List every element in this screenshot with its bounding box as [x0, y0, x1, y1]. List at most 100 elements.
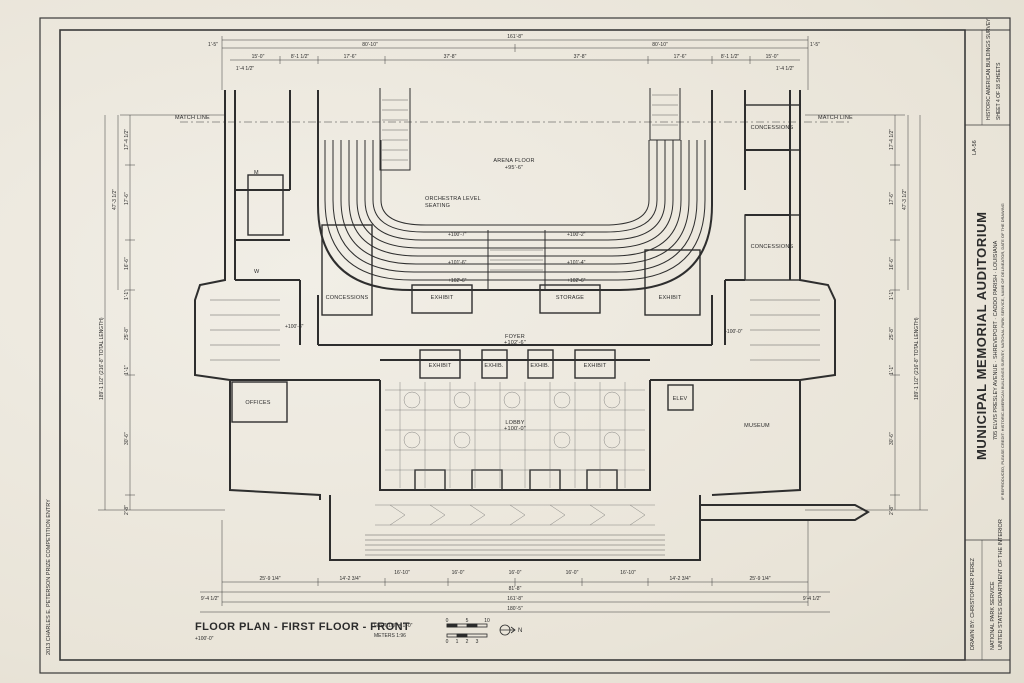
dim-top-seg-7: 8'-1 1/2" [721, 54, 740, 60]
scale-bar [446, 623, 488, 638]
arena-seating [317, 88, 713, 291]
dim-top-seg-5: 37'-8" [574, 54, 587, 60]
dim-right-total: 189'-1 1/2" (216'-8" TOTAL LENGTH) [914, 317, 920, 400]
bottom-dimensions [200, 520, 830, 613]
dim-right-seg-3: 16'-6" [889, 257, 895, 270]
north-label: N [518, 628, 522, 634]
drawn-by: DRAWN BY: CHRISTOPHER PEREZ [970, 557, 976, 650]
dim-top-seg-3: 17'-6" [344, 54, 357, 60]
dim-right-seg-1: 17'-4 1/2" [889, 129, 895, 150]
dim-bottom-seg-9: 25'-9 1/4" [749, 576, 770, 582]
scale-tick-feet-0: 0 [446, 618, 449, 624]
dim-right-seg-6: 1'-1" [889, 365, 895, 375]
dim-top-edge-left: 1'-4 1/2" [236, 66, 255, 72]
match-line-right: MATCH LINE [818, 115, 853, 121]
exhibit-3-label: EXHIB. [530, 363, 550, 369]
scale-feet-label: FEET 1/8" = 1'-0" [374, 623, 413, 629]
arena-floor-label: ARENA FLOOR [493, 158, 534, 164]
concessions-ne-label: CONCESSIONS [751, 125, 794, 131]
title-block-border [964, 29, 1011, 661]
north-arrow-icon [499, 624, 516, 636]
offices-label: OFFICES [245, 400, 270, 406]
scale-meters-label: METERS 1:96 [374, 633, 406, 639]
scale-tick-feet-5: 5 [466, 618, 469, 624]
sheet-disclaimer: IF REPRODUCED, PLEASE CREDIT: HISTORIC A… [1000, 203, 1005, 500]
exhibit-4-label: EXHIBIT [584, 363, 607, 369]
dim-left-seg-4: 1'-1" [124, 290, 130, 300]
museum-label: MUSEUM [744, 423, 770, 429]
dim-bottom-edge-left: 9'-4 1/2" [201, 596, 220, 602]
dim-bottom-total: 180'-5" [507, 606, 523, 612]
top-dimensions [221, 36, 809, 90]
elevator-label: ELEV [673, 396, 688, 402]
side-dimensions [98, 114, 928, 511]
dim-bottom-edge-right: 9'-4 1/2" [803, 596, 822, 602]
dim-top-seg-6: 17'-6" [674, 54, 687, 60]
dim-bottom-seg-1: 25'-9 1/4" [259, 576, 280, 582]
exhibit-2-label: EXHIB. [484, 363, 504, 369]
dim-top-edge-right: 1'-4 1/2" [776, 66, 795, 72]
match-line-left: MATCH LINE [175, 115, 210, 121]
survey-title: HISTORIC AMERICAN BUILDINGS SURVEY [986, 18, 992, 120]
elev-100-3: +100'-3" [285, 324, 304, 330]
dim-top-seg-8: 15'-0" [766, 54, 779, 60]
scale-tick-m-1: 1 [456, 639, 459, 645]
dim-right-seg-4: 1'-1" [889, 290, 895, 300]
building-walls [194, 90, 871, 561]
survey-number: LA-56 [972, 140, 978, 155]
orchestra-seating-label-1: ORCHESTRA LEVEL [425, 196, 481, 202]
dim-top-corner-right: 1'-5" [810, 42, 820, 48]
dim-bottom-seg-6: 16'-0" [566, 570, 579, 576]
concessions-west-label: CONCESSIONS [326, 295, 369, 301]
room-outlines [231, 104, 801, 491]
dim-right-seg-5: 25'-8" [889, 327, 895, 340]
lobby-floor-pattern [375, 382, 655, 526]
dim-left-seg-6: 1'-1" [124, 365, 130, 375]
scale-tick-m-3: 3 [476, 639, 479, 645]
dim-top-right: 80'-10" [652, 42, 668, 48]
dim-top-seg-1: 15'-0" [252, 54, 265, 60]
dim-bottom-middle: 81'-8" [509, 586, 522, 592]
agency-line-2: UNITED STATES DEPARTMENT OF THE INTERIOR [998, 519, 1004, 650]
dim-right-seg-8: 2'-8" [889, 505, 895, 515]
side-entry-label: 2013 CHARLES E. PETERSON PRIZE COMPETITI… [46, 499, 52, 655]
sheet-of: SHEET 4 OF 18 SHEETS [996, 62, 1002, 120]
drawing-title: FLOOR PLAN - FIRST FLOOR - FRONT [195, 621, 410, 633]
exhibit-1-label: EXHIBIT [429, 363, 452, 369]
exhibit-ne-label: EXHIBIT [659, 295, 682, 301]
dim-left-seg-2: 17'-6" [124, 192, 130, 205]
dim-left-seg-8: 2'-8" [124, 505, 130, 515]
lobby-elev: +100'-0" [504, 426, 526, 432]
elev-100-2: +100'-2" [567, 232, 586, 238]
sheet-address: 705 ELVIS PRESLEY AVENUE · SHREVEPORT · … [993, 240, 999, 440]
dim-left-seg-5: 25'-8" [124, 327, 130, 340]
dim-left-total: 189'-1 1/2" (216'-8" TOTAL LENGTH) [99, 317, 105, 400]
dim-left-seg-3: 16'-6" [124, 257, 130, 270]
dim-top-corner-left: 1'-5" [208, 42, 218, 48]
elev-101-6: +101'-6" [448, 260, 467, 266]
dim-top-seg-4: 37'-8" [444, 54, 457, 60]
exhibit-nw-label: EXHIBIT [431, 295, 454, 301]
dim-top-left: 80'-10" [362, 42, 378, 48]
sheet-title: MUNICIPAL MEMORIAL AUDITORIUM [974, 211, 989, 460]
arena-floor-elev: +95'-6" [505, 165, 524, 171]
men-restroom-label: M [254, 170, 259, 176]
dim-left-seg-7: 30'-6" [124, 432, 130, 445]
scale-tick-feet-10: 10 [484, 618, 490, 624]
elev-100-0: +100'-0" [724, 329, 743, 335]
dim-bottom-seg-7: 16'-10" [620, 570, 636, 576]
dim-bottom-seg-2: 14'-2 3/4" [339, 576, 360, 582]
storage-label: STORAGE [556, 295, 584, 301]
dim-bottom-seg-3: 16'-10" [394, 570, 410, 576]
dim-right-seg-2: 17'-6" [889, 192, 895, 205]
dim-top-seg-2: 8'-1 1/2" [291, 54, 310, 60]
drawing-elevation: +100'-0" [195, 636, 214, 642]
foyer-elev: +102'-6" [504, 340, 526, 346]
agency-line-1: NATIONAL PARK SERVICE [990, 581, 996, 650]
dim-bottom-seg-4: 16'-0" [452, 570, 465, 576]
elev-102-6-left: +102'-6" [448, 278, 467, 284]
dim-left-seg-1: 17'-4 1/2" [124, 129, 130, 150]
